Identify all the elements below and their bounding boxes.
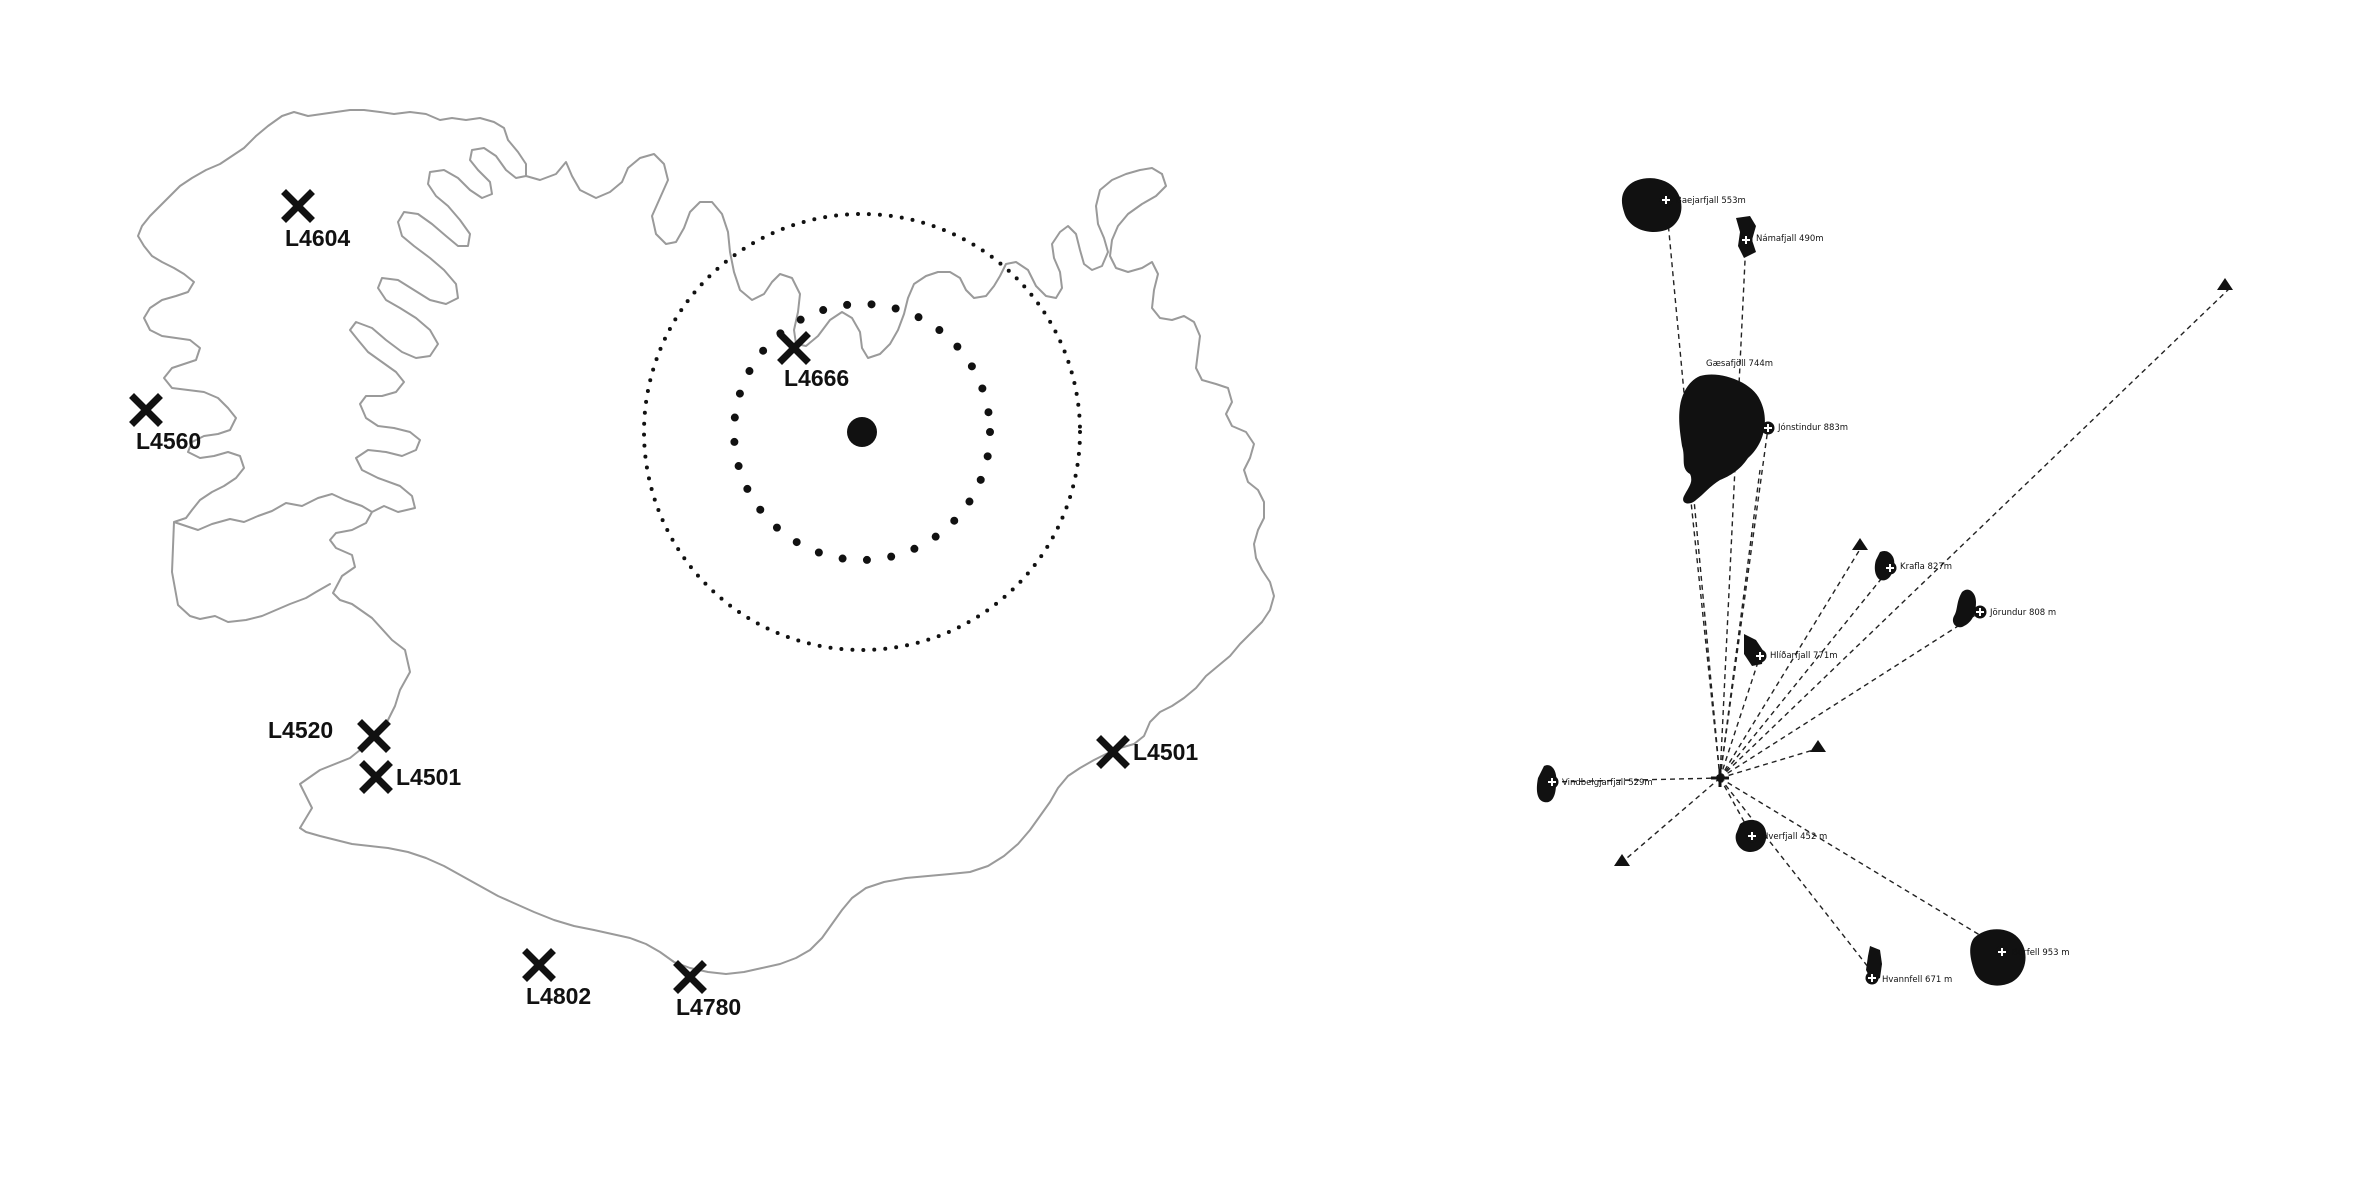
marker-label: L4520: [268, 717, 333, 743]
marker-label: L4780: [676, 994, 741, 1020]
x-marker-icon: [527, 953, 551, 977]
peak-label: Námafjall 490m: [1756, 234, 1824, 244]
peak-cross-icon: [1864, 970, 1880, 986]
sight-line: [1619, 777, 1721, 865]
iceland-coastline-east: [299, 173, 1275, 975]
peak-label: Hlíðarfjall 771m: [1770, 651, 1838, 661]
triangle-icon: [1810, 740, 1826, 752]
marker-label: L4560: [136, 428, 201, 454]
peak-shape: [1621, 178, 1682, 232]
marker-L4560[interactable]: L4560: [134, 398, 201, 454]
peak-cross-icon: [1544, 774, 1560, 790]
peak-label: Krafla 827m: [1900, 562, 1952, 572]
peak-jorundur[interactable]: Jörundur 808 m: [1972, 604, 2057, 620]
x-marker-icon: [134, 398, 158, 422]
peak-jonstindur[interactable]: Jónstindur 883m: [1760, 420, 1849, 436]
peak-krafla[interactable]: Krafla 827m: [1882, 560, 1953, 576]
marker-L4520[interactable]: L4520: [268, 717, 386, 748]
marker-L4604[interactable]: L4604: [285, 194, 350, 251]
sight-line: [1719, 611, 1981, 779]
sight-line: [1549, 777, 1721, 783]
inner-dotted-ring: [730, 300, 994, 564]
sight-line: [1719, 239, 1747, 779]
marker-L4780[interactable]: L4780: [676, 965, 741, 1020]
center-point-icon: [847, 417, 877, 447]
x-marker-icon: [364, 765, 388, 789]
sight-lines: [1549, 199, 2233, 973]
marker-L4802[interactable]: L4802: [526, 953, 591, 1009]
peak-label: Hvannfell 671 m: [1882, 975, 1952, 985]
peak-shape: [1970, 929, 2026, 986]
peak-vindbelgjarfjall[interactable]: Vindbelgjarfjall 529m: [1544, 774, 1653, 790]
right-map: Baejarfjall 553m Námafjall 490m Gæsafjöl…: [1536, 178, 2233, 986]
peak-label: Hverfjall 452 m: [1762, 832, 1827, 842]
peak-hlidarfjall[interactable]: Hlíðarfjall 771m: [1752, 648, 1838, 664]
peak-cross-icon: [1760, 420, 1776, 436]
iceland-coastline-north-east: [525, 153, 1163, 359]
x-marker-icon: [362, 724, 386, 748]
peak-namafjall[interactable]: Námafjall 490m: [1738, 232, 1824, 248]
x-marker-icon: [782, 336, 806, 360]
peak-hvannfell[interactable]: Hvannfell 671 m: [1864, 970, 1953, 986]
marker-L4666[interactable]: L4666: [782, 336, 849, 391]
sight-line: [1719, 777, 1989, 941]
peak-label: Búrfell 953 m: [2012, 948, 2070, 958]
marker-L4501-east[interactable]: L4501: [1101, 739, 1198, 765]
sight-line: [1719, 567, 1891, 779]
triangle-icon: [2217, 278, 2233, 290]
marker-label: L4501: [396, 764, 461, 790]
peak-baejarfjall[interactable]: Baejarfjall 553m: [1658, 192, 1746, 208]
marker-label: L4604: [285, 225, 350, 251]
sight-line: [1719, 469, 1761, 779]
left-map: L4604 L4560 L4666 L4520 L4501 L4501 L480…: [134, 109, 1275, 1020]
peak-cross-icon: [1994, 944, 2010, 960]
sight-line: [1719, 655, 1761, 779]
sight-line: [1719, 545, 1863, 779]
origin-cross-icon: [1711, 769, 1729, 787]
peak-label: Vindbelgjarfjall 529m: [1562, 778, 1653, 788]
sight-line: [1689, 491, 1721, 779]
marker-label: L4802: [526, 983, 591, 1009]
triangle-icon: [1852, 538, 1868, 550]
peak-cross-icon: [1882, 560, 1898, 576]
peak-cross-icon: [1752, 648, 1768, 664]
marker-L4501-west[interactable]: L4501: [364, 764, 461, 790]
triangle-icon: [1614, 854, 1630, 866]
peak-gaesafjoll[interactable]: Gæsafjöll 744m: [1706, 359, 1773, 369]
peak-burfell[interactable]: Búrfell 953 m: [1994, 944, 2070, 960]
marker-label: L4501: [1133, 739, 1198, 765]
peak-label: Jónstindur 883m: [1777, 422, 1848, 433]
peak-shape: [1679, 374, 1765, 504]
peak-cross-icon: [1738, 232, 1754, 248]
outer-dotted-ring: [642, 212, 1082, 652]
peak-cross-icon: [1972, 604, 1988, 620]
marker-label: L4666: [784, 365, 849, 391]
peak-hverfjall[interactable]: Hverfjall 452 m: [1744, 828, 1828, 844]
peak-cross-icon: [1658, 192, 1674, 208]
x-marker-icon: [286, 194, 310, 218]
sight-line: [1719, 285, 2233, 779]
peak-label: Jörundur 808 m: [1989, 608, 2056, 618]
peak-label: Gæsafjöll 744m: [1706, 359, 1773, 369]
peak-cross-icon: [1744, 828, 1760, 844]
peak-label: Baejarfjall 553m: [1676, 196, 1746, 206]
sight-line: [1719, 777, 1873, 973]
iceland-coastline: [137, 109, 527, 829]
sight-line: [1719, 427, 1769, 779]
peak-shape: [1952, 589, 1976, 628]
x-marker-icon: [1101, 740, 1125, 764]
